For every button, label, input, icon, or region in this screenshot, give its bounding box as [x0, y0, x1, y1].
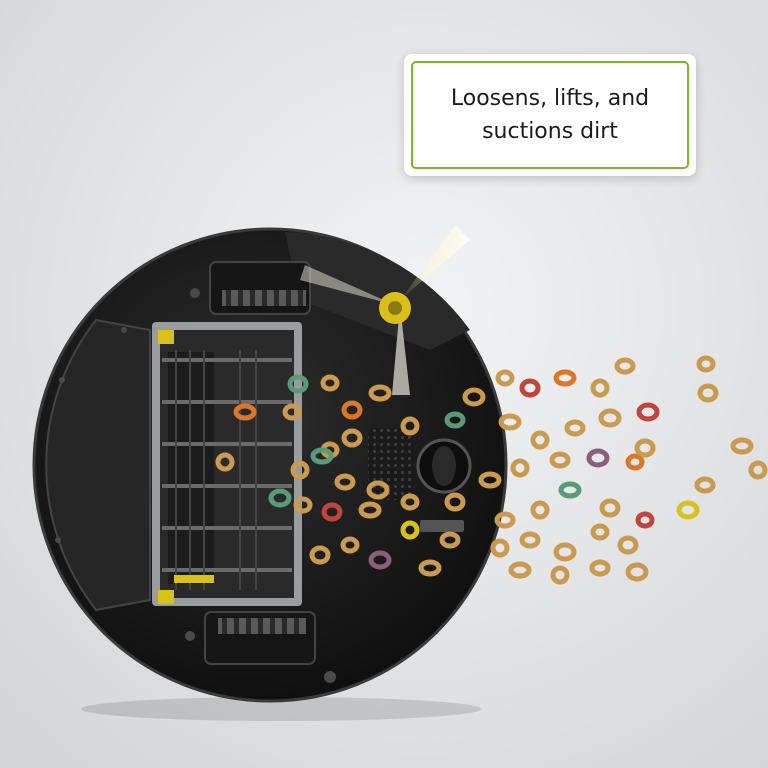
cereal-ring: [530, 500, 550, 520]
cereal-ring: [694, 476, 716, 494]
cereal-ring: [676, 500, 700, 520]
cereal-ring: [366, 480, 390, 500]
wheel-bottom: [204, 611, 316, 665]
cereal-ring: [478, 471, 502, 489]
cereal-ring: [340, 536, 360, 554]
callout-box: Loosens, lifts, and suctions dirt: [404, 54, 696, 176]
callout-text: Loosens, lifts, and suctions dirt: [411, 61, 689, 169]
cereal-ring: [748, 460, 768, 480]
cereal-ring: [590, 378, 610, 398]
cereal-ring: [290, 460, 310, 480]
cereal-ring: [614, 357, 636, 375]
cereal-ring: [293, 496, 313, 514]
cereal-ring: [510, 458, 530, 478]
cereal-ring: [444, 492, 466, 512]
callout-line-1: Loosens, lifts, and: [450, 86, 650, 111]
wheel-top: [209, 261, 311, 315]
screws: [55, 288, 336, 683]
cereal-ring: [498, 413, 522, 431]
cereal-ring: [400, 416, 420, 436]
cereal-ring: [494, 511, 516, 529]
cereal-ring: [334, 473, 356, 491]
cereal-ring: [589, 559, 611, 577]
cereal-ring: [418, 559, 442, 577]
cereal-ring: [233, 403, 257, 421]
cereal-ring: [625, 562, 649, 582]
side-brush: [300, 225, 470, 395]
cereal-ring: [636, 402, 660, 422]
brush-cage: [152, 322, 302, 606]
cereal-ring: [268, 488, 292, 508]
cereal-ring: [287, 374, 309, 394]
robot-vacuum: [32, 225, 508, 721]
cereal-ring: [625, 453, 645, 471]
cereal-ring: [358, 501, 382, 519]
cereal-ring: [341, 400, 363, 420]
cereal-ring: [444, 411, 466, 429]
cereal-ring: [549, 451, 571, 469]
cereal-ring: [617, 535, 639, 555]
cereal-ring: [495, 369, 515, 387]
cereal-ring: [550, 565, 570, 585]
cereal-ring: [400, 520, 420, 540]
cereal-ring: [553, 542, 577, 562]
cereal-ring: [635, 511, 655, 529]
cereal-ring: [321, 502, 343, 522]
cereal-ring: [599, 498, 621, 518]
cereal-ring: [530, 430, 550, 450]
cereal-ring: [462, 387, 486, 407]
front-caster: [368, 428, 472, 532]
cereal-ring: [310, 447, 334, 465]
cereal-ring: [519, 531, 541, 549]
cereal-ring: [320, 374, 340, 392]
cereal-ring: [368, 550, 392, 570]
cereal-ring: [490, 538, 510, 558]
cereal-ring: [634, 438, 656, 458]
cereal-ring: [598, 408, 622, 428]
cereal-ring: [586, 448, 610, 468]
cereal-ring: [696, 355, 716, 373]
cereal-ring: [282, 403, 302, 421]
cereal-ring: [309, 545, 331, 565]
callout-line-2: suctions dirt: [482, 119, 618, 144]
cereal-ring: [519, 378, 541, 398]
cereal-ring: [558, 481, 582, 499]
cereal-ring: [590, 523, 610, 541]
cereal-ring: [439, 531, 461, 549]
cereal-ring: [508, 561, 532, 579]
cereal-ring: [697, 383, 719, 403]
cereal-ring: [341, 428, 363, 448]
cereal-ring: [730, 437, 754, 455]
cereal-debris: [215, 355, 768, 585]
cereal-ring: [400, 493, 420, 511]
cereal-ring: [553, 369, 577, 387]
cereal-ring: [368, 384, 392, 402]
cereal-ring: [215, 452, 235, 472]
cereal-ring: [564, 419, 586, 437]
